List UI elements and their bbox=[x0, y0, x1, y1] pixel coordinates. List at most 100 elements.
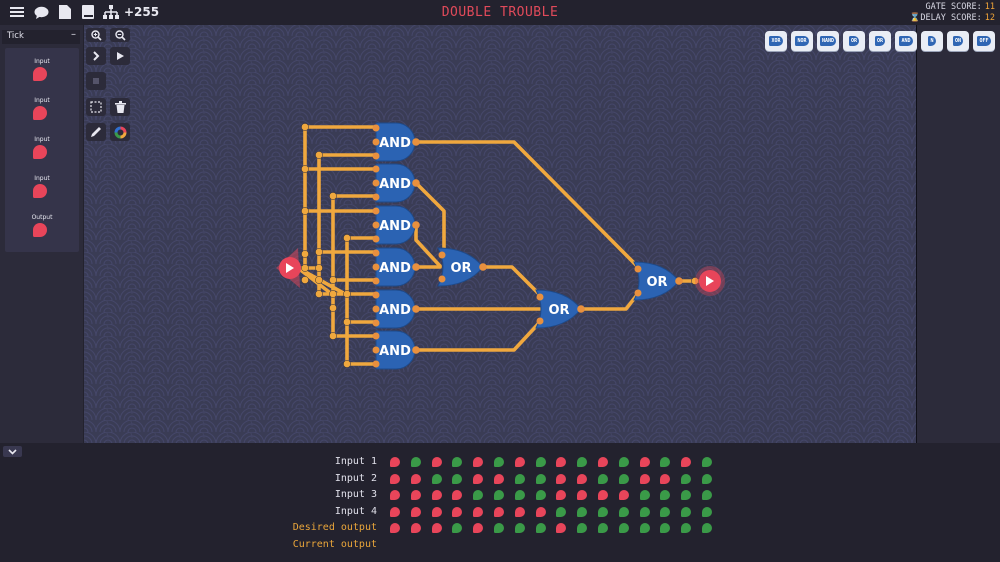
gate-input-pin[interactable] bbox=[372, 165, 380, 173]
wire-junction[interactable] bbox=[315, 264, 323, 272]
input-node[interactable] bbox=[276, 248, 301, 288]
zoom-in-button[interactable] bbox=[86, 28, 106, 42]
wire-junction[interactable] bbox=[329, 192, 337, 200]
gate-input-pin[interactable] bbox=[634, 289, 642, 297]
pencil-button[interactable] bbox=[86, 123, 106, 141]
wire-junction[interactable] bbox=[301, 276, 309, 284]
palette-n-button[interactable]: N bbox=[921, 31, 943, 51]
collapse-button[interactable] bbox=[3, 446, 22, 457]
gate-input-pin[interactable] bbox=[372, 221, 380, 229]
io-item-output[interactable]: Output bbox=[5, 214, 79, 252]
palette-nand-button[interactable]: NAND bbox=[817, 31, 839, 51]
color-button[interactable] bbox=[110, 123, 130, 141]
input-node-icon[interactable] bbox=[33, 145, 47, 159]
file-icon[interactable] bbox=[55, 3, 75, 21]
gate-output-pin[interactable] bbox=[412, 346, 420, 354]
gate-output-pin[interactable] bbox=[479, 263, 487, 271]
play-button[interactable] bbox=[110, 47, 130, 65]
palette-off-button[interactable]: OFF bbox=[973, 31, 995, 51]
stop-button[interactable] bbox=[86, 72, 106, 90]
gate-input-pin[interactable] bbox=[372, 319, 380, 327]
palette-on-button[interactable]: ON bbox=[947, 31, 969, 51]
gate-input-pin[interactable] bbox=[372, 152, 380, 160]
and-gate[interactable]: AND bbox=[372, 205, 420, 245]
or-gate[interactable]: OR bbox=[437, 247, 487, 287]
io-item-input-4[interactable]: Input bbox=[5, 175, 79, 213]
palette-nor-button[interactable]: NOR bbox=[791, 31, 813, 51]
gate-input-pin[interactable] bbox=[372, 193, 380, 201]
gate-output-pin[interactable] bbox=[412, 305, 420, 313]
and-gate[interactable]: AND bbox=[372, 289, 420, 329]
input-node-icon[interactable] bbox=[33, 106, 47, 120]
wire-junction[interactable] bbox=[301, 123, 309, 131]
select-button[interactable] bbox=[86, 98, 106, 116]
gate-input-pin[interactable] bbox=[372, 179, 380, 187]
delete-button[interactable] bbox=[110, 98, 130, 116]
wire-junction[interactable] bbox=[343, 290, 351, 298]
gate-input-pin[interactable] bbox=[372, 124, 380, 132]
gate-input-pin[interactable] bbox=[372, 235, 380, 243]
gate-input-pin[interactable] bbox=[372, 207, 380, 215]
or-gate[interactable]: OR bbox=[535, 289, 585, 329]
wire-junction[interactable] bbox=[315, 290, 323, 298]
io-item-input-1[interactable]: Input bbox=[5, 58, 79, 96]
gate-input-pin[interactable] bbox=[372, 263, 380, 271]
wire-junction[interactable] bbox=[329, 332, 337, 340]
input-node-icon[interactable] bbox=[33, 67, 47, 81]
input-node-icon[interactable] bbox=[33, 184, 47, 198]
palette-and-button[interactable]: AND bbox=[895, 31, 917, 51]
output-node-icon[interactable] bbox=[33, 223, 47, 237]
gate-input-pin[interactable] bbox=[536, 317, 544, 325]
wire-junction[interactable] bbox=[301, 207, 309, 215]
gate-output-pin[interactable] bbox=[412, 221, 420, 229]
book-icon[interactable] bbox=[78, 3, 98, 21]
output-node[interactable] bbox=[695, 266, 725, 296]
palette-or-button[interactable]: OR bbox=[869, 31, 891, 51]
gate-output-pin[interactable] bbox=[412, 138, 420, 146]
gate-input-pin[interactable] bbox=[372, 346, 380, 354]
hierarchy-icon[interactable] bbox=[101, 3, 121, 21]
wire-junction[interactable] bbox=[343, 234, 351, 242]
gate-input-pin[interactable] bbox=[372, 291, 380, 299]
palette-xor-button[interactable]: XOR bbox=[765, 31, 787, 51]
wire-junction[interactable] bbox=[301, 165, 309, 173]
collapse-panel-icon[interactable]: – bbox=[71, 29, 76, 40]
gate-output-pin[interactable] bbox=[412, 179, 420, 187]
gate-input-pin[interactable] bbox=[372, 249, 380, 257]
gate-input-pin[interactable] bbox=[372, 360, 380, 368]
panel-header[interactable]: Tick – bbox=[2, 29, 80, 44]
gate-output-pin[interactable] bbox=[412, 263, 420, 271]
step-button[interactable] bbox=[86, 47, 106, 65]
wire-junction[interactable] bbox=[301, 264, 309, 272]
gate-input-pin[interactable] bbox=[372, 332, 380, 340]
wire-junction[interactable] bbox=[315, 151, 323, 159]
gate-output-pin[interactable] bbox=[675, 277, 683, 285]
wire-junction[interactable] bbox=[343, 318, 351, 326]
io-item-input-2[interactable]: Input bbox=[5, 97, 79, 135]
gate-input-pin[interactable] bbox=[372, 305, 380, 313]
and-gate[interactable]: AND bbox=[372, 163, 420, 203]
wire-junction[interactable] bbox=[329, 304, 337, 312]
menu-icon[interactable] bbox=[7, 3, 27, 21]
gate-input-pin[interactable] bbox=[438, 275, 446, 283]
gate-input-pin[interactable] bbox=[372, 138, 380, 146]
wire-junction[interactable] bbox=[691, 277, 699, 285]
gate-output-pin[interactable] bbox=[577, 305, 585, 313]
gate-input-pin[interactable] bbox=[536, 293, 544, 301]
and-gate[interactable]: AND bbox=[372, 122, 420, 162]
wire-junction[interactable] bbox=[329, 276, 337, 284]
wire-junction[interactable] bbox=[315, 276, 323, 284]
wire-junction[interactable] bbox=[301, 250, 309, 258]
gate-input-pin[interactable] bbox=[634, 265, 642, 273]
gate-input-pin[interactable] bbox=[372, 277, 380, 285]
wire-junction[interactable] bbox=[343, 360, 351, 368]
palette-or-button[interactable]: OR bbox=[843, 31, 865, 51]
and-gate[interactable]: AND bbox=[372, 330, 420, 370]
or-gate[interactable]: OR bbox=[633, 261, 683, 301]
wire-junction[interactable] bbox=[315, 248, 323, 256]
and-gate[interactable]: AND bbox=[372, 247, 420, 287]
chat-icon[interactable] bbox=[31, 3, 51, 21]
io-item-input-3[interactable]: Input bbox=[5, 136, 79, 174]
gate-input-pin[interactable] bbox=[438, 251, 446, 259]
